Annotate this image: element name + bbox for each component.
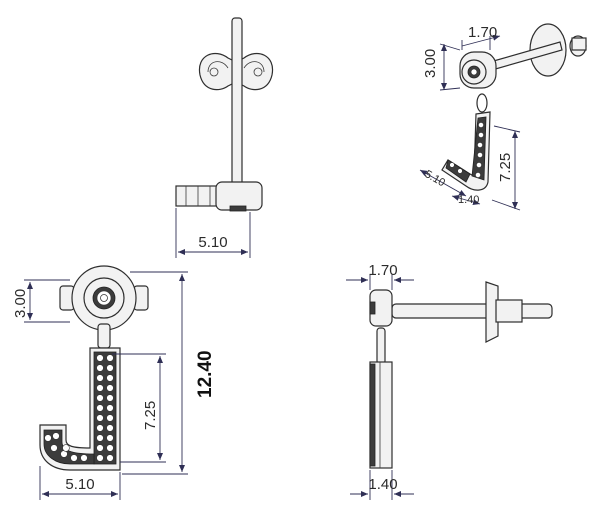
pave-stone bbox=[96, 454, 104, 462]
pave-stone bbox=[106, 404, 114, 412]
pave-stone bbox=[62, 444, 70, 452]
pave-stone bbox=[106, 424, 114, 432]
pave-stone bbox=[96, 374, 104, 382]
iso-dim-letter-depth: 1.40 bbox=[451, 194, 481, 206]
front-view: 3.00 7.25 12.40 5.10 bbox=[12, 265, 216, 500]
front-head bbox=[59, 265, 149, 331]
front-dim-width: 5.10 bbox=[39, 466, 121, 500]
iso-letter-depth-label: 1.40 bbox=[458, 194, 479, 206]
pave-stone bbox=[44, 434, 52, 442]
pave-stone bbox=[52, 432, 60, 440]
front-jump-ring bbox=[97, 323, 111, 349]
pave-stone bbox=[106, 394, 114, 402]
pave-stone bbox=[70, 454, 78, 462]
iso-dim-stud: 1.70 bbox=[461, 24, 501, 50]
iso-jump-ring bbox=[476, 93, 488, 113]
pave-stone bbox=[96, 444, 104, 452]
front-dim-head: 3.00 bbox=[12, 279, 70, 323]
iso-head-label: 3.00 bbox=[422, 49, 439, 78]
right-depth-label: 1.40 bbox=[368, 476, 397, 493]
right-view: 1.70 1.40 bbox=[346, 262, 553, 500]
right-stud-label: 1.70 bbox=[368, 262, 397, 279]
front-total-label: 12.40 bbox=[195, 350, 216, 398]
iso-dim-letter-height: 7.25 bbox=[491, 125, 521, 211]
pave-stone bbox=[106, 414, 114, 422]
pave-stone bbox=[96, 404, 104, 412]
pave-stone bbox=[80, 454, 88, 462]
pave-stone bbox=[106, 384, 114, 392]
right-jump-ring bbox=[376, 327, 386, 365]
iso-stud-label: 1.70 bbox=[468, 24, 497, 41]
side-view-top: 5.10 bbox=[175, 17, 274, 258]
side-width-label: 5.10 bbox=[198, 234, 227, 251]
front-letter-height-label: 7.25 bbox=[142, 401, 159, 430]
right-dim-stud: 1.70 bbox=[346, 262, 414, 290]
right-post bbox=[391, 303, 553, 319]
front-head-label: 3.00 bbox=[12, 289, 29, 318]
dimension-side-width: 5.10 bbox=[175, 208, 251, 258]
pave-stone bbox=[96, 424, 104, 432]
front-width-label: 5.10 bbox=[65, 476, 94, 493]
iso-head bbox=[459, 51, 497, 89]
iso-letter-j bbox=[441, 111, 491, 191]
right-back-disc bbox=[485, 281, 499, 343]
pave-stone bbox=[96, 384, 104, 392]
pave-stone bbox=[106, 454, 114, 462]
isometric-view: 1.70 3.00 7.25 5.10 1.40 bbox=[419, 23, 587, 211]
right-dim-depth: 1.40 bbox=[350, 470, 414, 500]
pave-stone bbox=[96, 394, 104, 402]
front-stones bbox=[44, 354, 114, 462]
pave-stone bbox=[96, 434, 104, 442]
right-letter bbox=[369, 361, 393, 469]
front-dim-total: 12.40 bbox=[122, 271, 216, 475]
pave-stone bbox=[50, 444, 58, 452]
pave-stone bbox=[106, 374, 114, 382]
pave-stone bbox=[96, 364, 104, 372]
right-clutch bbox=[495, 299, 523, 323]
pave-stone bbox=[106, 364, 114, 372]
letter-block-side bbox=[175, 181, 263, 212]
pave-stone bbox=[96, 354, 104, 362]
front-dim-letter-height: 7.25 bbox=[112, 353, 166, 463]
pave-stone bbox=[96, 414, 104, 422]
iso-dim-head: 3.00 bbox=[422, 43, 461, 91]
post bbox=[231, 17, 243, 187]
pave-stone bbox=[106, 434, 114, 442]
pave-stone bbox=[106, 354, 114, 362]
iso-letter-height-label: 7.25 bbox=[497, 153, 514, 182]
pave-stone bbox=[106, 444, 114, 452]
